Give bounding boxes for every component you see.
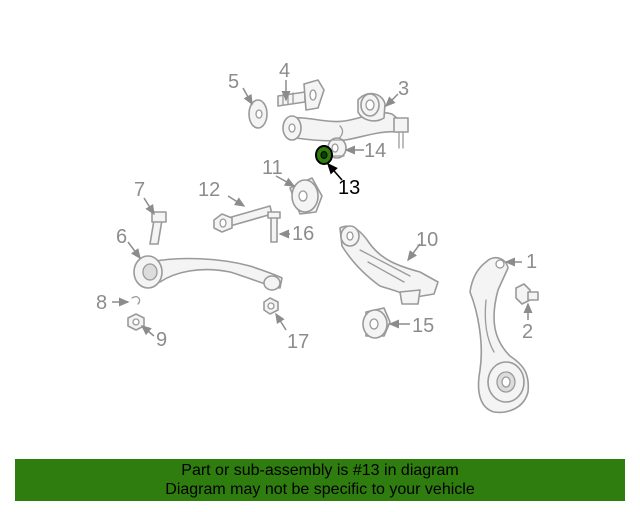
callout-9: 9: [156, 329, 167, 351]
callout-1: 1: [526, 251, 537, 273]
callout-leaders: [112, 80, 533, 337]
part-13-highlighted: [315, 145, 333, 165]
part-9-nut: [127, 313, 145, 331]
callout-8: 8: [96, 292, 107, 314]
callout-labels: 1 2 3 4 5 6 7 8 9 10 11 12 13 14 15 16 1…: [96, 60, 537, 353]
part-8-clip: [131, 296, 141, 305]
callout-12: 12: [198, 179, 220, 201]
callout-13: 13: [338, 177, 360, 199]
banner-line-2: Diagram may not be specific to your vehi…: [165, 481, 475, 498]
callout-3: 3: [398, 78, 409, 100]
callout-7: 7: [134, 179, 145, 201]
part-12-bolt: [213, 205, 273, 233]
callout-15: 15: [412, 315, 434, 337]
banner-line-1: Part or sub-assembly is #13 in diagram: [181, 462, 459, 479]
part-6-lower-arm: [133, 255, 283, 291]
callout-16: 16: [292, 223, 314, 245]
callout-14: 14: [364, 140, 386, 162]
callout-10: 10: [416, 229, 438, 251]
part-1-knuckle: [469, 256, 530, 414]
info-banner: Part or sub-assembly is #13 in diagram D…: [15, 459, 625, 501]
callout-11: 11: [262, 157, 283, 179]
part-2-bolt: [515, 283, 539, 305]
callout-6: 6: [116, 226, 127, 248]
callout-4: 4: [279, 60, 290, 82]
part-15-bushing: [362, 307, 391, 339]
part-11-bushing: [289, 177, 323, 215]
part-5-washer: [248, 99, 268, 129]
part-3-upper-arm: [282, 92, 409, 149]
callout-17: 17: [287, 331, 309, 353]
part-4-cam-bolt: [277, 79, 325, 111]
part-10-arm: [339, 225, 439, 305]
part-7-bolt: [149, 211, 167, 245]
part-16-bolt: [267, 211, 281, 243]
callout-2: 2: [522, 321, 533, 343]
part-17-nut: [263, 297, 279, 315]
callout-5: 5: [228, 71, 239, 93]
